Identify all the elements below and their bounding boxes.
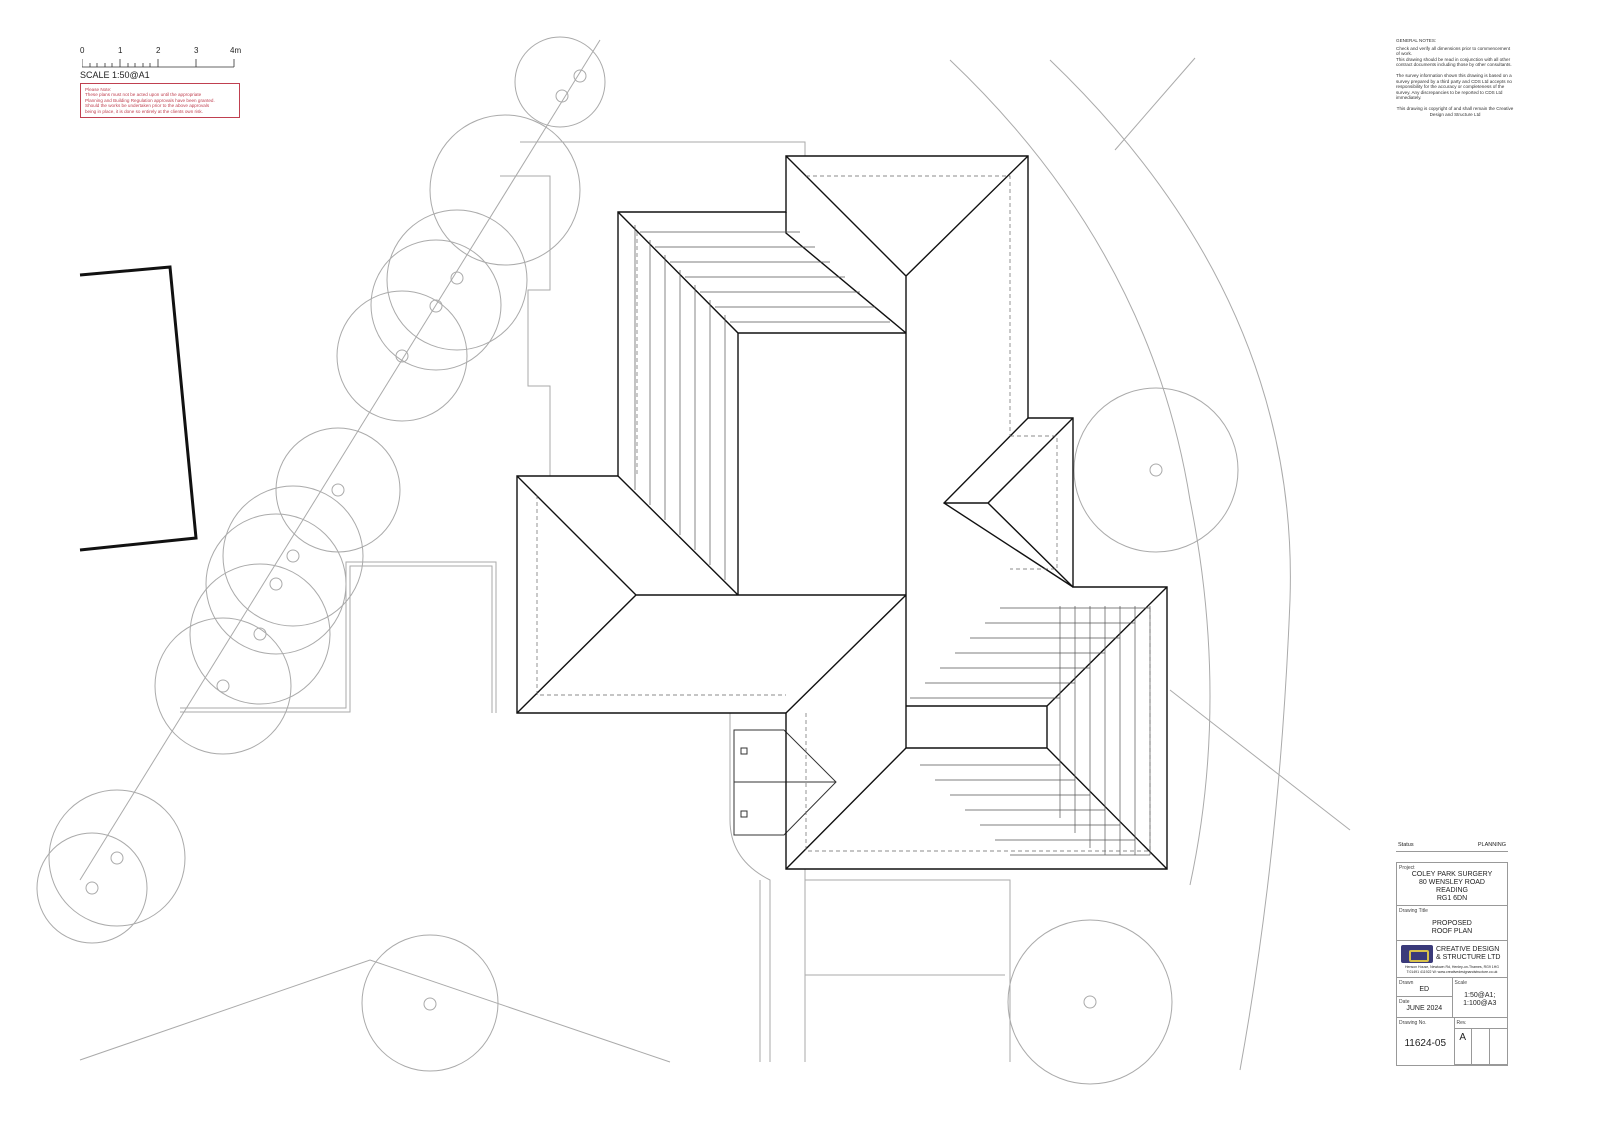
company-address: Henson House, Newtown Rd, Henley-on-Tham… — [1405, 965, 1499, 969]
boundary-line — [1169, 689, 1351, 831]
notes-title: GENERAL NOTES: — [1396, 38, 1437, 43]
general-notes: GENERAL NOTES: Check and verify all dime… — [1396, 38, 1514, 122]
date-value: JUNE 2024 — [1406, 1005, 1443, 1012]
bin-store — [733, 729, 837, 836]
company-name: CREATIVE DESIGN — [1436, 946, 1500, 953]
scale-value: 1:100@A3 — [1463, 1000, 1497, 1007]
scale-tick: 0 — [80, 46, 85, 55]
path-edge — [180, 565, 493, 713]
drawing-title-line: PROPOSED — [1432, 920, 1472, 927]
path-edge — [759, 869, 1011, 1062]
scale-tick: 4m — [230, 46, 242, 55]
scale-value: 1:50@A1; — [1464, 992, 1496, 999]
project-line: COLEY PARK SURGERY — [1411, 871, 1493, 878]
path-edge — [180, 561, 497, 713]
company-cell: CREATIVE DESIGN & STRUCTURE LTD Henson H… — [1397, 941, 1507, 978]
drawing-no-label: Drawing No. — [1399, 1020, 1427, 1026]
warning-title: Please Note: — [85, 87, 112, 92]
neighbouring-building — [79, 265, 198, 552]
drawn-scale-row: Drawn ED Date JUNE 2024 Scale 1:50@A1; 1… — [1397, 978, 1507, 1018]
note: This drawing is copyright of and shall r… — [1396, 105, 1514, 117]
warning-line: These plans must not be acted upon until… — [85, 92, 202, 98]
scale-bar: 0 1 2 3 4m SCALE 1:50@A1 — [80, 46, 250, 80]
drawing-title-label: Drawing Title — [1399, 908, 1428, 914]
path-edge — [729, 713, 771, 1062]
roof-outline — [516, 155, 1168, 870]
drawn-value: ED — [1419, 986, 1430, 993]
scale-tick: 2 — [156, 46, 161, 55]
scale-tick: 3 — [194, 46, 199, 55]
trees — [36, 36, 1239, 1085]
boundary-line — [79, 959, 671, 1063]
planning-warning-note: Please Note: These plans must not be act… — [80, 83, 240, 119]
project-line: 80 WENSLEY ROAD — [1418, 879, 1485, 886]
date-label: Date — [1399, 999, 1410, 1005]
note: The survey information shown this drawin… — [1396, 72, 1512, 101]
roof-tile-hatching — [634, 225, 1151, 856]
scale-bar-graphic — [82, 59, 235, 68]
drawn-label: Drawn — [1399, 980, 1414, 986]
eaves-dashed — [536, 175, 1151, 852]
scale-field-label: Scale — [1454, 980, 1468, 986]
drawing-no-row: Drawing No. 11624-05 Rev. A — [1397, 1018, 1507, 1065]
status-label: Status — [1398, 842, 1414, 848]
drawing-no-value: 11624-05 — [1404, 1038, 1447, 1049]
drawing-title-line: ROOF PLAN — [1431, 928, 1473, 935]
note: This drawing should be read in conjuncti… — [1396, 56, 1512, 68]
company-contact: T:01491 411922 W: www.creativedesignands… — [1406, 969, 1498, 974]
boundary-line — [520, 141, 806, 156]
status-value: PLANNING — [1477, 842, 1506, 848]
project-label: Project — [1399, 865, 1415, 871]
company-logo-icon — [1401, 945, 1433, 963]
company-name: & STRUCTURE LTD — [1436, 954, 1501, 961]
boundary-line — [79, 39, 601, 881]
boundary-line — [500, 175, 551, 476]
project-line: RG1 6DN — [1436, 895, 1468, 902]
road-edge — [949, 59, 1211, 886]
site-linework — [79, 39, 1351, 1071]
scale-tick: 1 — [118, 46, 123, 55]
road-edge — [1049, 59, 1291, 1071]
rev-label: Rev. — [1454, 1018, 1507, 1029]
warning-line: being in place, it is done so entirely a… — [85, 108, 203, 114]
title-block: Status PLANNING Project COLEY PARK SURGE… — [1396, 840, 1508, 1066]
note: Check and verify all dimensions prior to… — [1396, 45, 1511, 57]
project-line: READING — [1436, 887, 1468, 894]
scale-label: SCALE 1:50@A1 — [80, 70, 150, 80]
project-cell: Project COLEY PARK SURGERY 80 WENSLEY RO… — [1397, 863, 1507, 906]
warning-line: Planning and Building Regulation approva… — [85, 97, 215, 103]
status-row: Status PLANNING — [1396, 840, 1508, 852]
boundary-line — [1114, 57, 1196, 151]
drawing-title-cell: Drawing Title PROPOSED ROOF PLAN — [1397, 906, 1507, 941]
rev-value: A — [1454, 1029, 1472, 1065]
warning-line: Should the works be undertaken prior to … — [85, 103, 210, 109]
